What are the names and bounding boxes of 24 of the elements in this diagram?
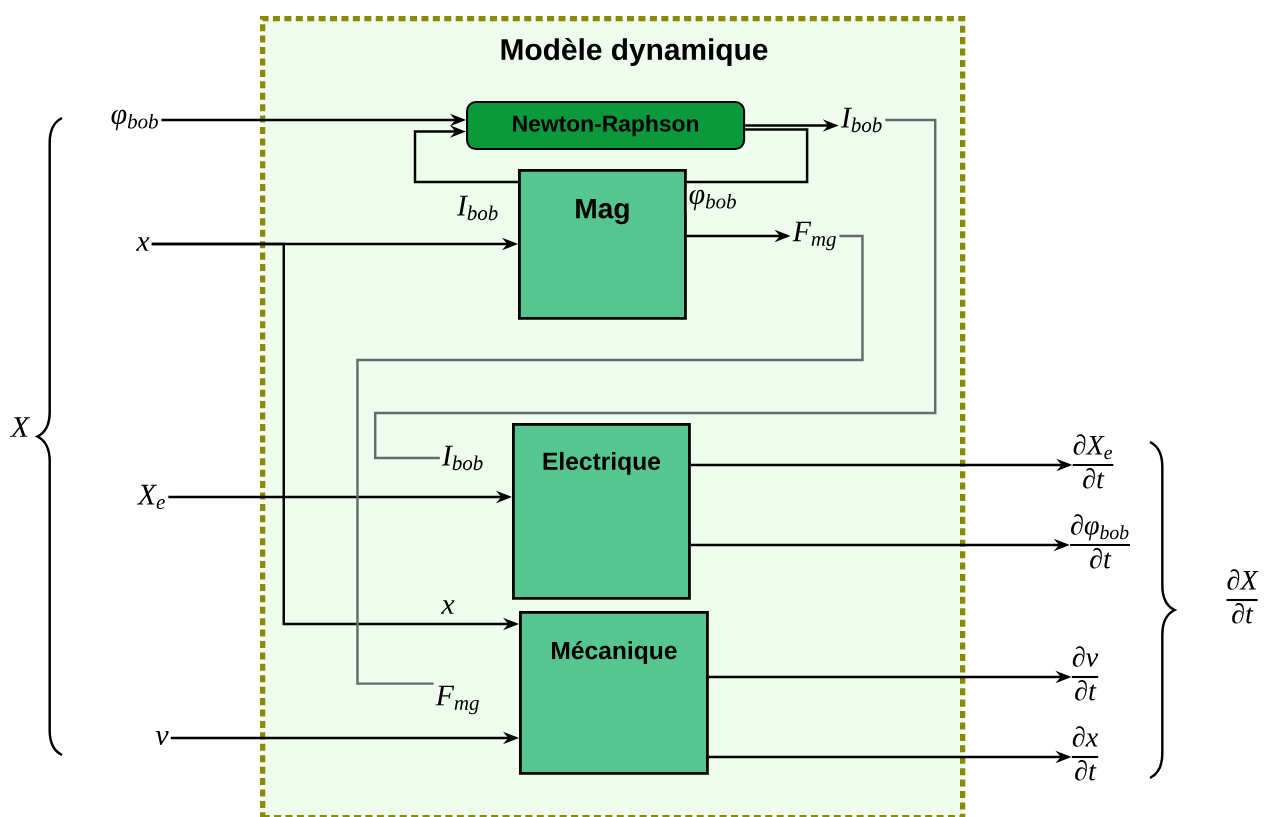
derivative-label: ∂φ$_{bob}$ ∂t: [1070, 514, 1130, 569]
variable-label: X: [9, 417, 31, 437]
variable-label: F$_{mg}$: [435, 685, 479, 715]
derivative-label: ∂v ∂t: [1071, 646, 1099, 701]
edge-label: φ$_{bob}$: [686, 188, 740, 212]
variable-label: x: [136, 237, 150, 251]
arrow: [413, 125, 518, 184]
derivative-label: ∂X$_{e}$ ∂t: [1072, 434, 1114, 489]
variable-label: φ$_{bob}$: [111, 109, 158, 131]
derivative-label: ∂X ∂t: [1226, 569, 1259, 624]
connector-line: [356, 234, 864, 685]
process-box: Mag: [518, 169, 687, 320]
process-box: Newton-Raphson: [466, 101, 746, 151]
process-box: Electrique: [512, 423, 691, 600]
derivative-label: ∂x ∂t: [1071, 726, 1099, 781]
variable-label: I$_{bob}$: [441, 445, 483, 471]
variable-label: I$_{bob}$: [840, 107, 882, 133]
variable-label: X$_{e}$: [136, 484, 165, 510]
edge-label: I$_{bob}$: [455, 194, 501, 222]
connector-line: [686, 128, 809, 184]
variable-label: F$_{mg}$: [792, 221, 836, 251]
connector-line: [374, 118, 937, 460]
variable-label: v: [155, 731, 169, 745]
process-box: Mécanique: [519, 611, 709, 775]
